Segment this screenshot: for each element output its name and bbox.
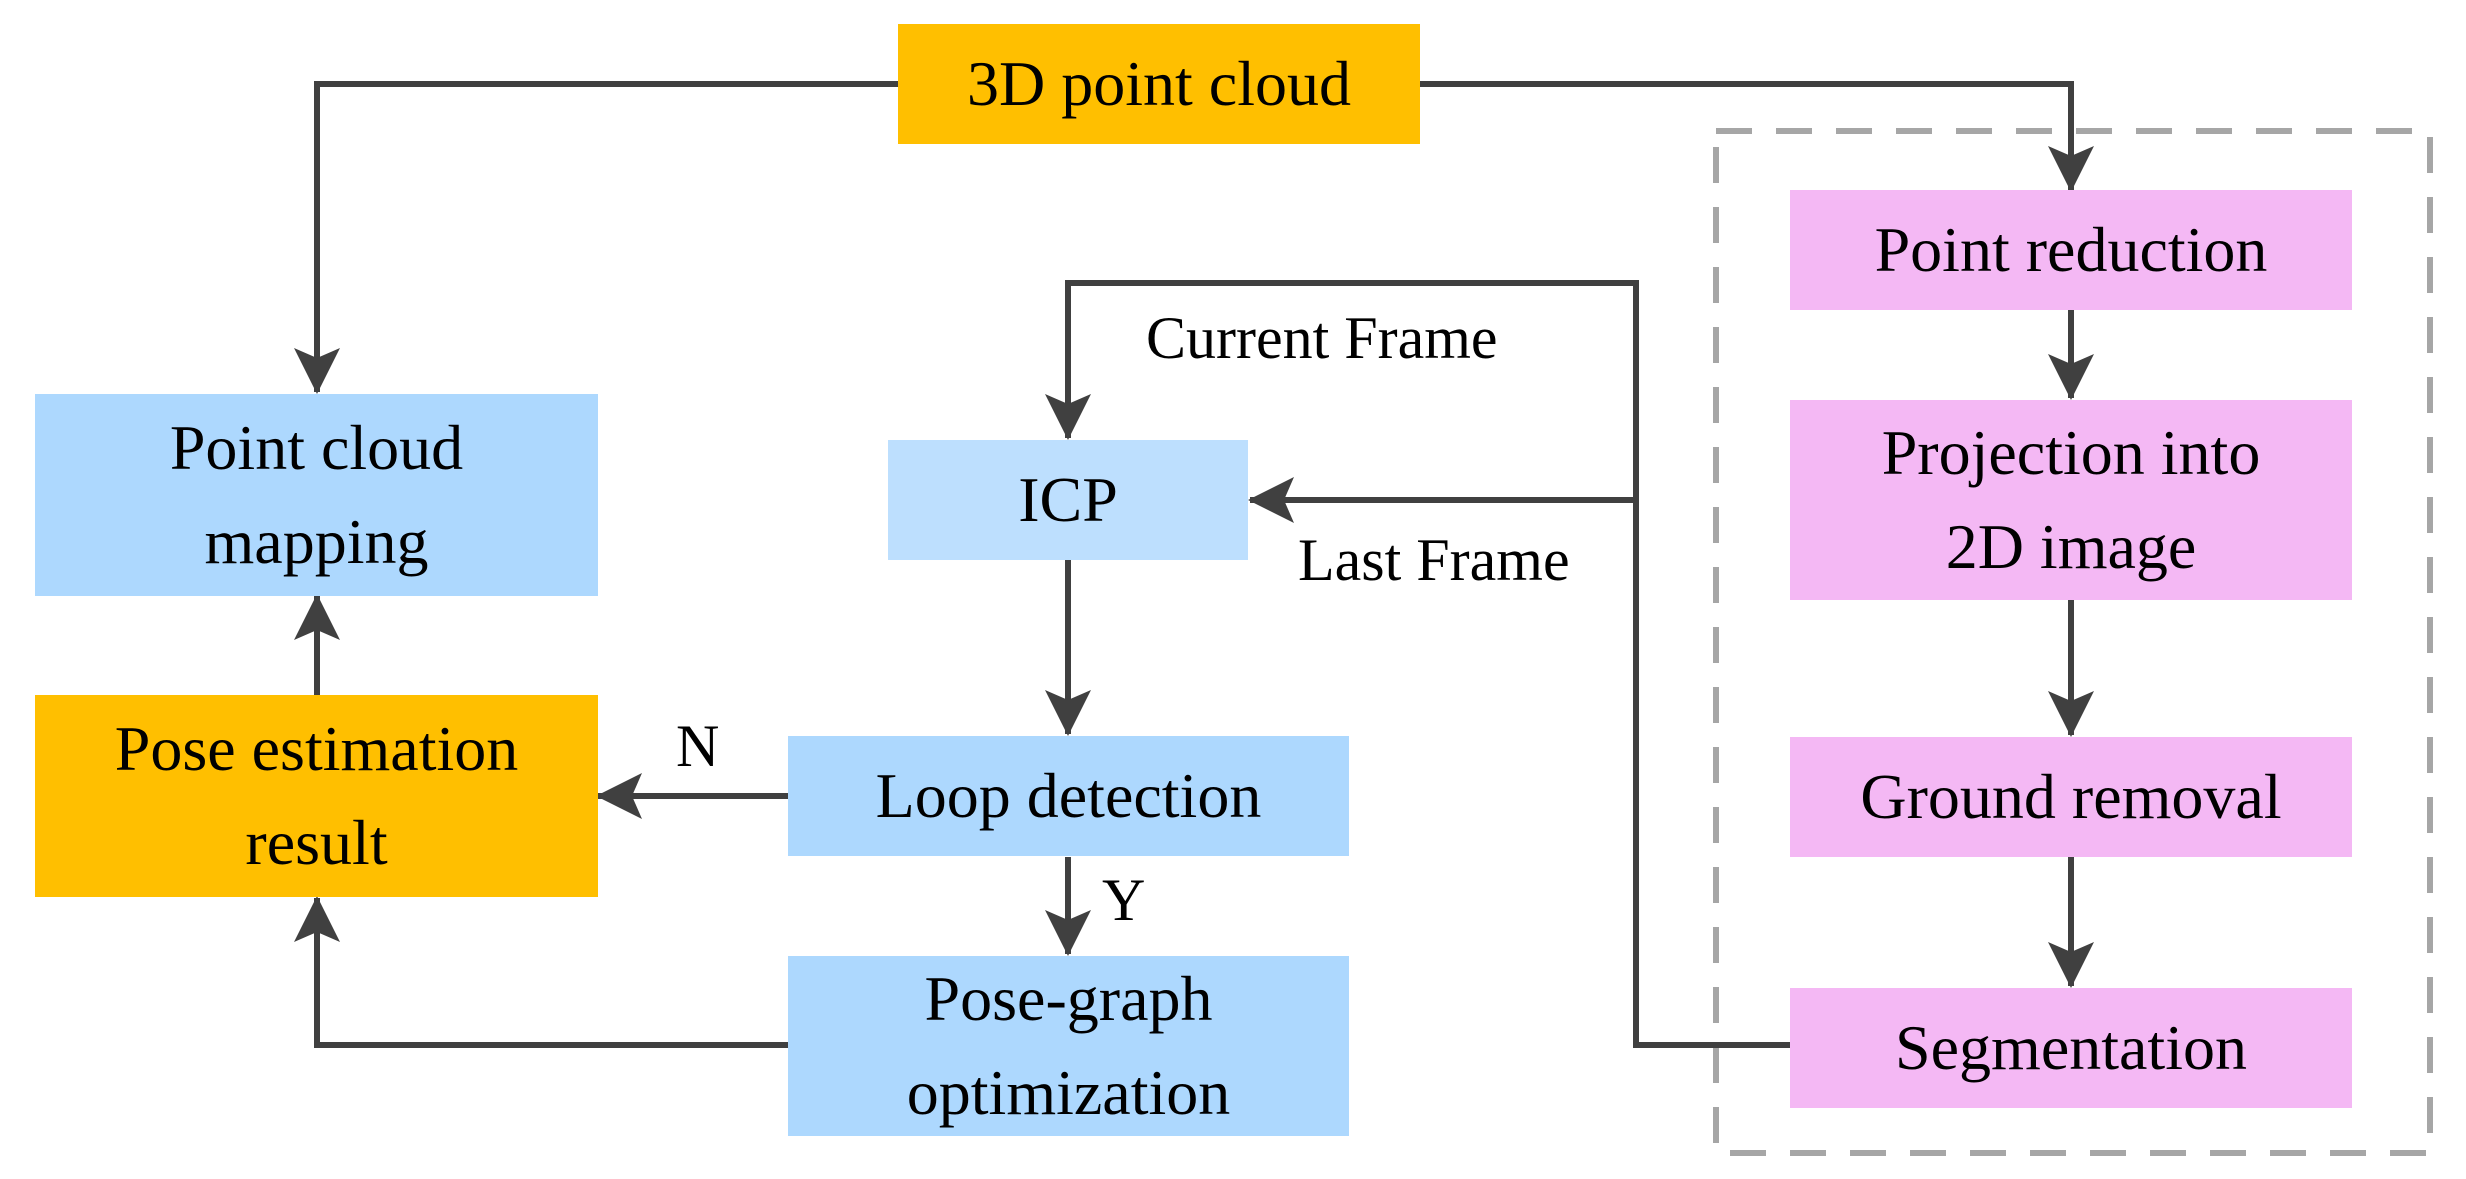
- edge-label-current-frame: Current Frame: [1146, 305, 1498, 371]
- node-pose-estimation-result-label: Pose estimation result: [114, 713, 519, 878]
- node-ground-removal-label: Ground removal: [1860, 761, 2282, 832]
- node-segmentation: Segmentation: [1790, 988, 2352, 1108]
- node-point-reduction: Point reduction: [1790, 190, 2352, 310]
- node-point-cloud-mapping: Point cloud mapping: [35, 394, 598, 596]
- node-3d-point-cloud-label: 3D point cloud: [967, 48, 1351, 119]
- node-3d-point-cloud: 3D point cloud: [898, 24, 1420, 144]
- node-icp-label: ICP: [1018, 464, 1118, 535]
- arrow-pointcloud-to-mapping: [294, 81, 898, 394]
- edge-label-last-frame: Last Frame: [1298, 527, 1570, 593]
- node-pose-estimation-result: Pose estimation result: [35, 695, 598, 897]
- node-pose-graph-optimization: Pose-graph optimization: [788, 956, 1349, 1136]
- node-segmentation-label: Segmentation: [1895, 1012, 2247, 1083]
- node-projection-2d-label: Projection into 2D image: [1881, 417, 2261, 582]
- node-point-reduction-label: Point reduction: [1874, 214, 2268, 285]
- node-ground-removal: Ground removal: [1790, 737, 2352, 857]
- node-loop-detection: Loop detection: [788, 736, 1349, 856]
- arrow-pointcloud-to-reduction: [1420, 81, 2094, 192]
- arrow-segmentation-to-icp-current: [1045, 280, 1790, 1048]
- node-icp: ICP: [888, 440, 1248, 560]
- arrow-posegraph-to-pose-estimation: [294, 896, 788, 1048]
- segmentation-group-border: [1713, 128, 2433, 1156]
- edge-label-no: N: [676, 713, 720, 779]
- node-pose-graph-optimization-label: Pose-graph optimization: [906, 963, 1231, 1128]
- edge-label-yes: Y: [1102, 867, 1146, 933]
- node-point-cloud-mapping-label: Point cloud mapping: [169, 412, 464, 577]
- node-projection-2d: Projection into 2D image: [1790, 400, 2352, 600]
- node-loop-detection-label: Loop detection: [875, 760, 1262, 831]
